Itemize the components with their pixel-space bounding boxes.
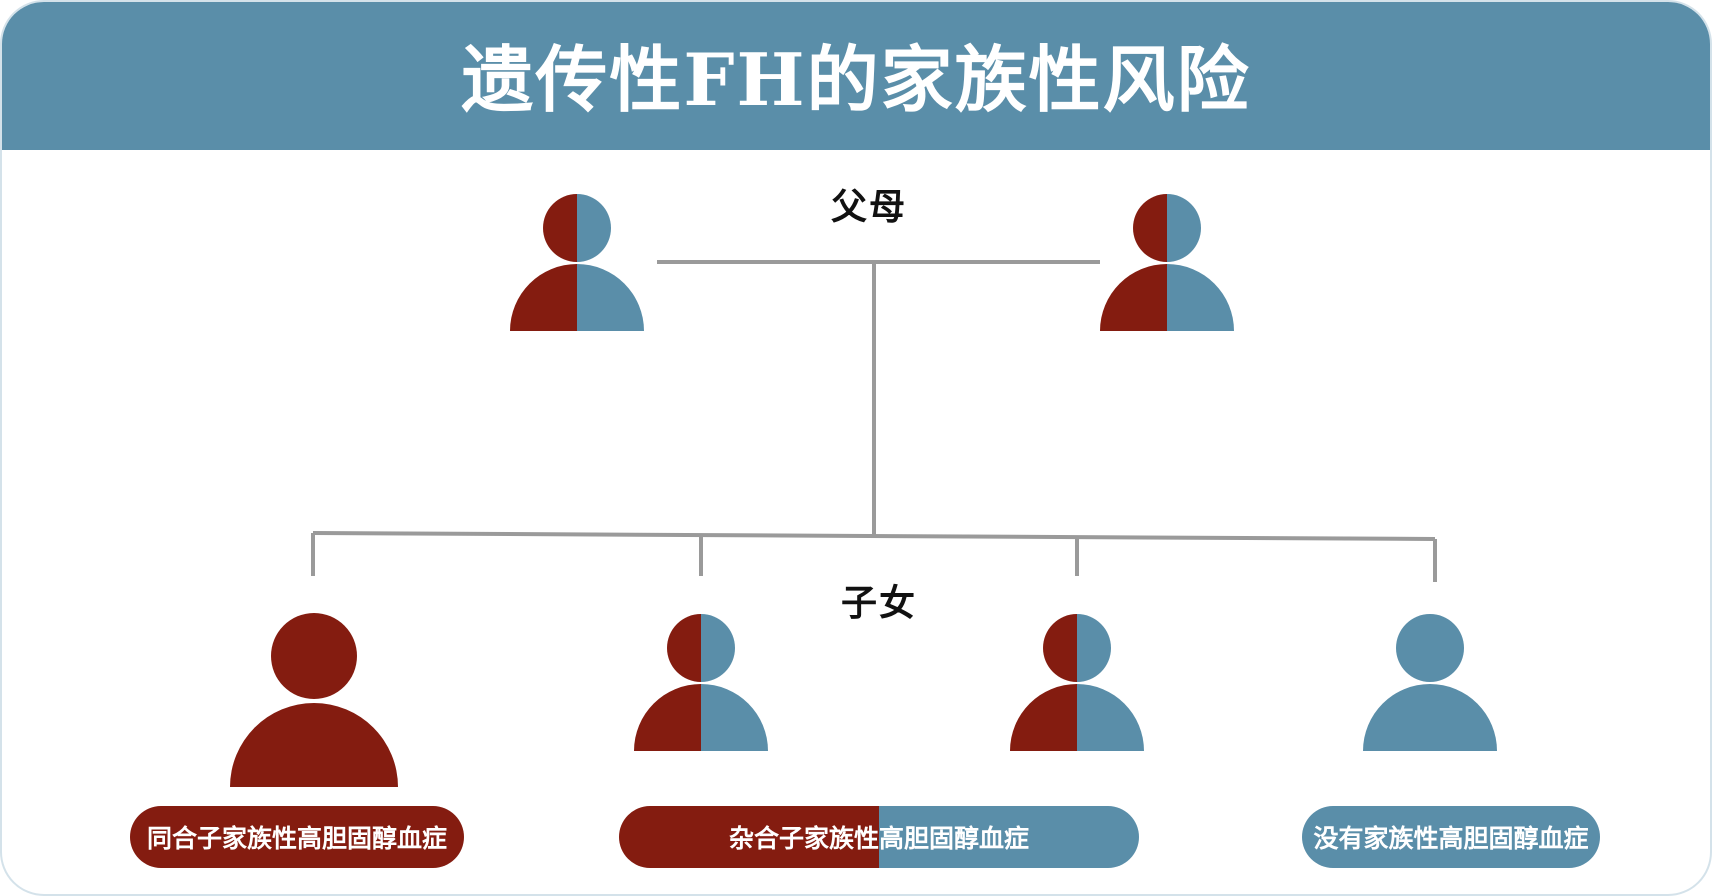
parents-label: 父母 [831,187,908,228]
children-connector [312,531,1436,541]
parent-right-icon [1100,194,1234,331]
child-unaffected-icon [1363,614,1497,751]
header-banner: 遗传性FH的家族性风险 [2,2,1710,150]
diagram-title: 遗传性FH的家族性风险 [461,36,1251,122]
heterozygous-label: 杂合子家族性高胆固醇血症 [619,806,1139,868]
homozygous-label: 同合子家族性高胆固醇血症 [130,806,464,868]
child-homozygous-icon [230,613,398,787]
child-heterozygous-icon-1 [634,614,768,751]
children-label: 子女 [841,583,918,624]
unaffected-label: 没有家族性高胆固醇血症 [1302,806,1600,868]
child-heterozygous-icon-2 [1010,614,1144,751]
parent-left-icon [510,194,644,331]
